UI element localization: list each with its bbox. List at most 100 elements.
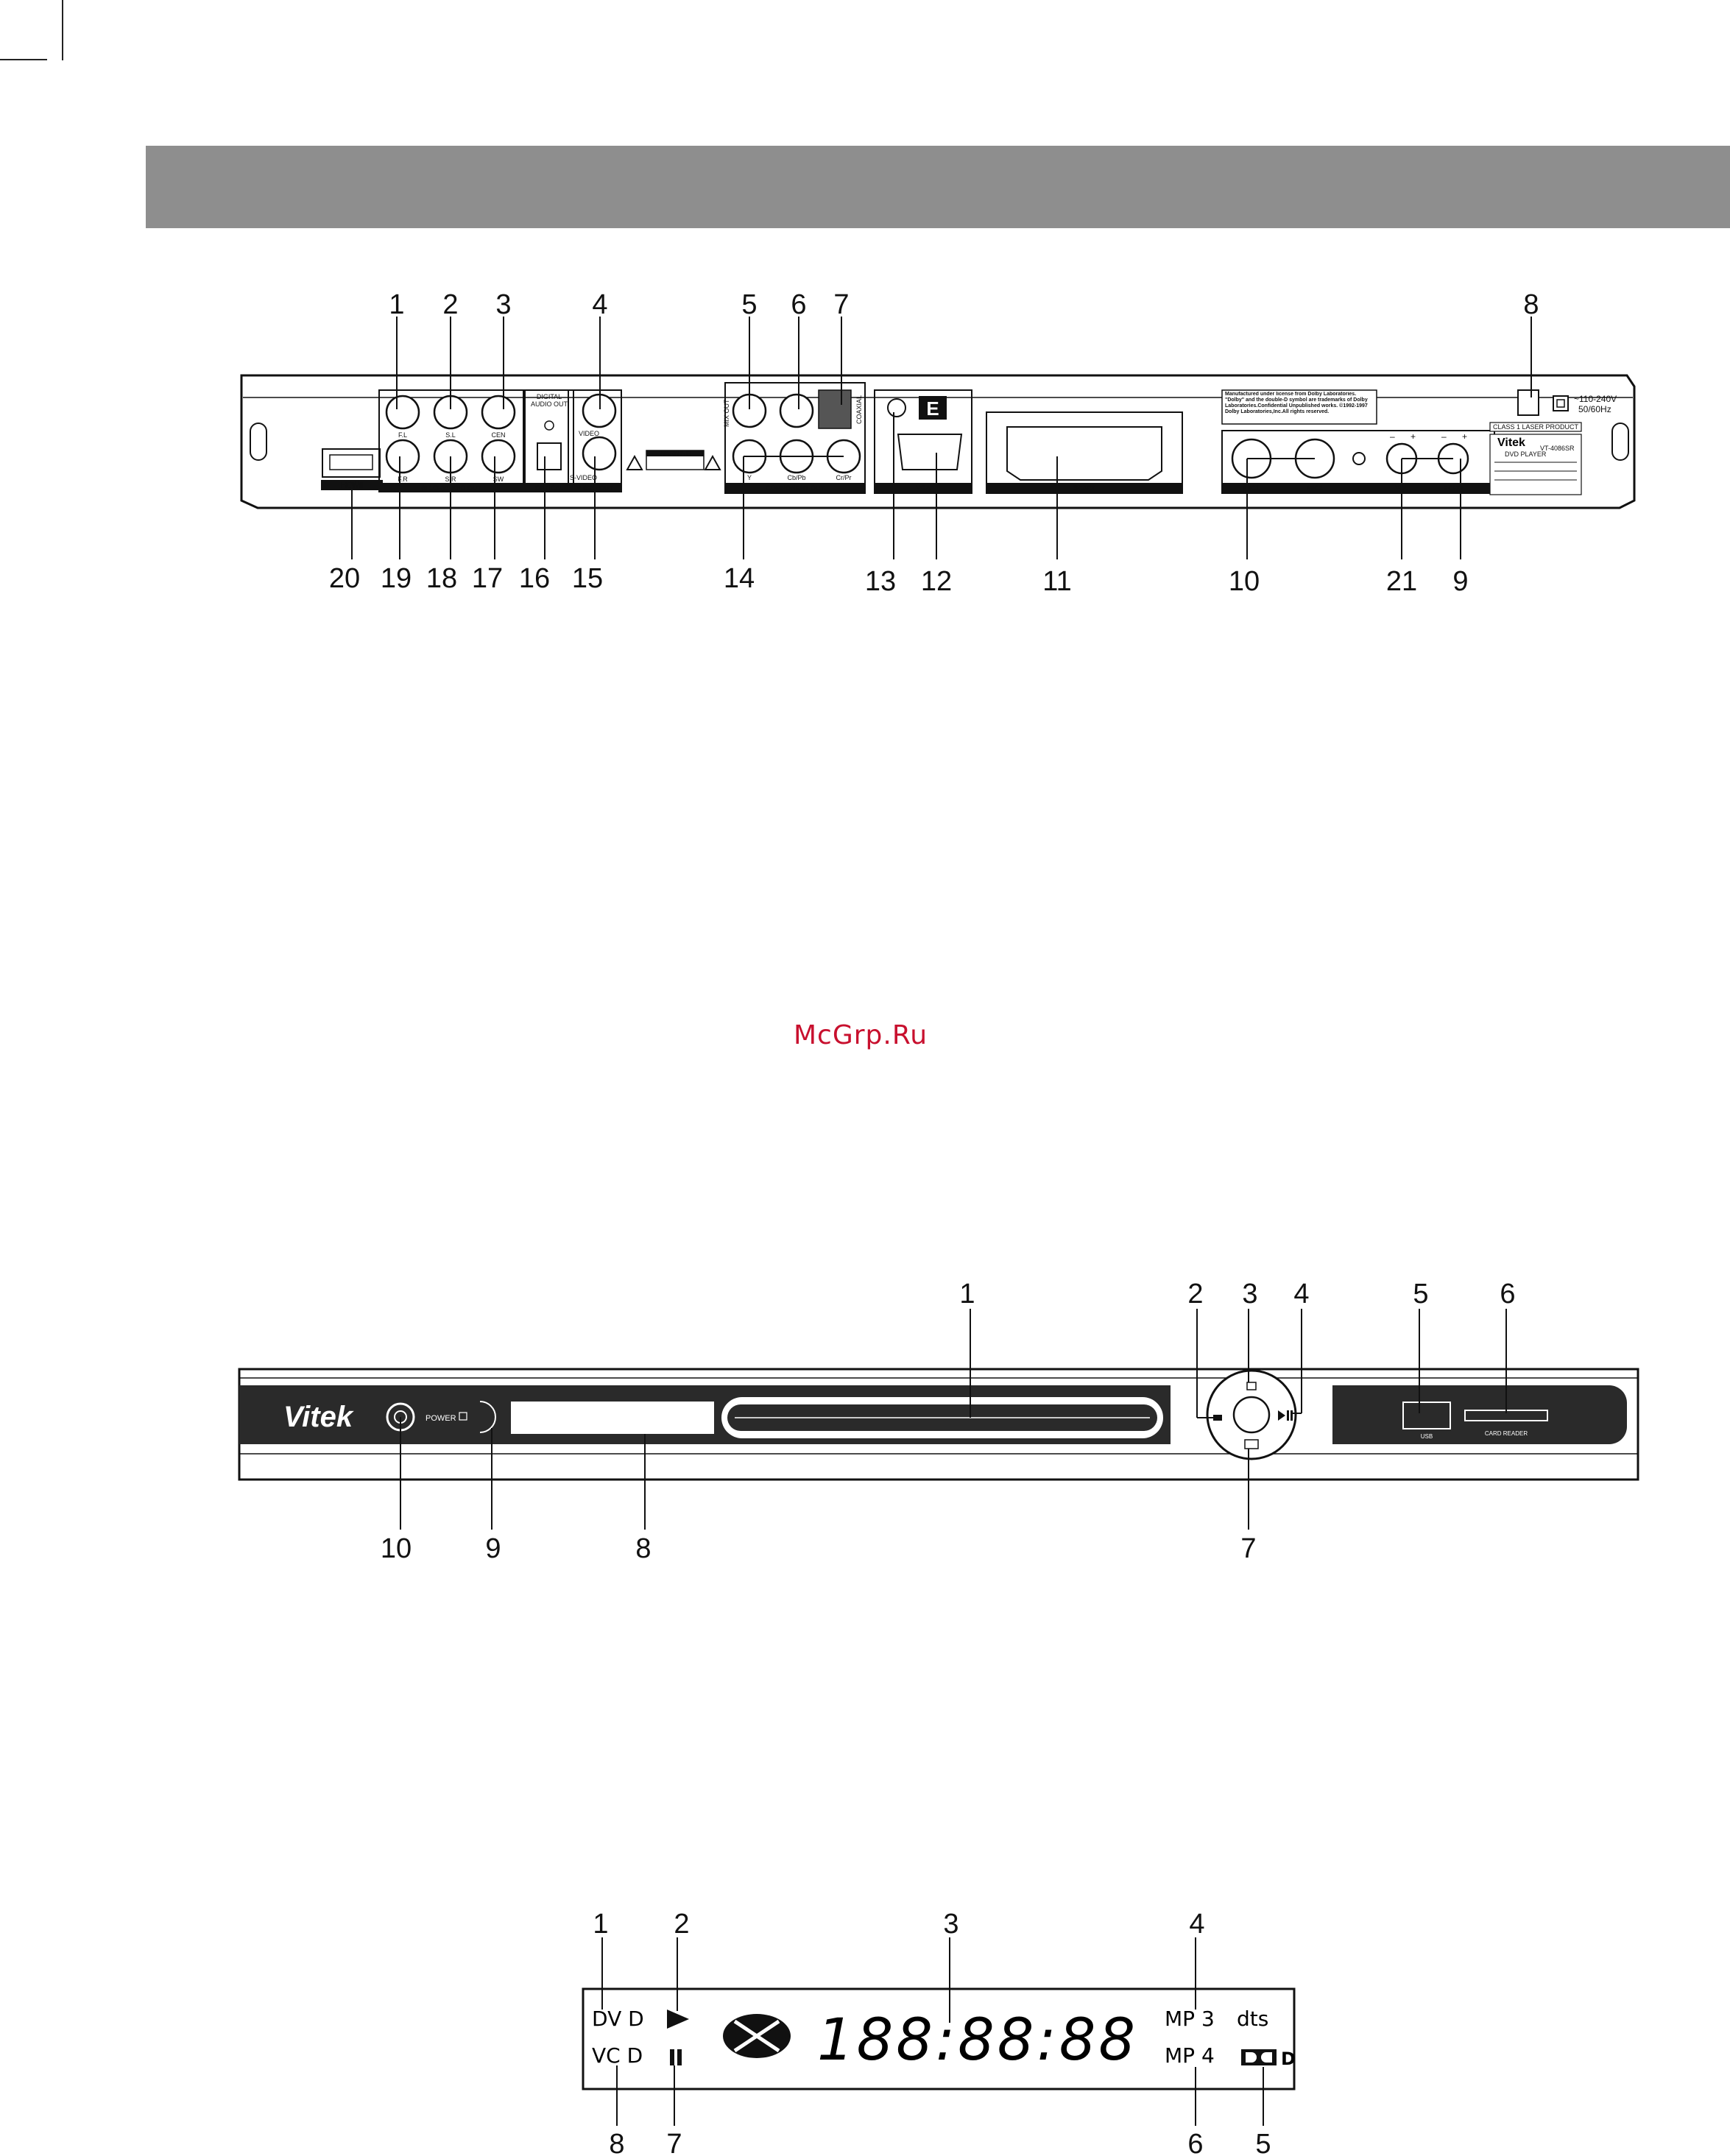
stop-button[interactable]: [1246, 1382, 1257, 1390]
hdmi-label: HDMI: [341, 480, 364, 490]
front-callout-7: 7: [1240, 1533, 1256, 1564]
display-drawing: DV D VC D 188:88:88 MP 3 MP 4 dts D 1 2 …: [582, 1909, 1296, 2156]
section-header-bar: [146, 146, 1730, 228]
e-mark-glyph: E: [926, 397, 939, 420]
front-panel-drawing: Vitek POWER USB CARD READER: [238, 1279, 1639, 1564]
front-brand-logo: Vitek: [283, 1401, 354, 1433]
callout-7: 7: [833, 289, 849, 320]
callout-12: 12: [921, 566, 952, 597]
rear-leaders-top: [396, 317, 1532, 409]
hdmi-port: HDMI: [321, 448, 383, 490]
display-callout-4: 4: [1189, 1909, 1204, 1940]
display-callout-1: 1: [593, 1909, 608, 1940]
optical-label: OPTICAL: [535, 484, 564, 492]
video-label: VIDEO: [579, 430, 599, 437]
fl-label: F.L: [398, 431, 407, 439]
rear-panel-drawing: HDMI F.L S.L CEN F.R S.R SW (5.1CH)AUDIO…: [240, 289, 1636, 597]
open-close-button[interactable]: [1244, 1439, 1259, 1449]
usb-port[interactable]: [1402, 1402, 1451, 1429]
digital-audio-out-label: DIGITAL: [537, 393, 562, 400]
front-callout-5: 5: [1413, 1279, 1428, 1309]
warning-label: WARNING: [626, 450, 721, 470]
front-callout-3: 3: [1242, 1279, 1257, 1309]
callout-14: 14: [724, 563, 755, 594]
usb-label: USB: [1421, 1433, 1433, 1440]
pause-indicator-icon: [670, 2049, 674, 2065]
audio-out-block: F.L S.L CEN F.R S.R SW (5.1CH)AUDIO OUT: [378, 389, 524, 492]
optical-port: DIGITAL AUDIO OUT OPTICAL: [524, 389, 574, 492]
scart-port: [1006, 426, 1162, 481]
mix-out-label: MIX OUT: [723, 399, 730, 427]
mic1-label: MIC1: [1243, 484, 1260, 492]
crop-mark-horizontal: [0, 59, 47, 60]
digital-audio-out-label-2: AUDIO OUT: [531, 400, 568, 408]
callout-1: 1: [389, 289, 404, 320]
vga-port: [897, 434, 963, 470]
front-callouts: 1 2 3 4 5 6 10 9 8 7: [381, 1279, 1516, 1564]
dolby-digital-icon: D: [1241, 2049, 1296, 2069]
rear-panel-figure: HDMI F.L S.L CEN F.R S.R SW (5.1CH)AUDIO…: [0, 287, 1730, 604]
front-panel-figure: Vitek POWER USB CARD READER: [0, 1266, 1730, 1568]
power-label: POWER: [426, 1414, 456, 1423]
echo-label: ECHO: [1444, 484, 1463, 492]
callout-6: 6: [791, 289, 806, 320]
dolby-d-glyph: D: [1281, 2049, 1296, 2069]
callout-10: 10: [1229, 566, 1260, 597]
callout-18: 18: [426, 563, 457, 594]
display-callout-3: 3: [943, 1909, 958, 1940]
y-label: Y: [747, 474, 752, 481]
coaxial-label: COAXIAL: [855, 395, 863, 424]
callout-15: 15: [572, 563, 603, 594]
callout-17: 17: [472, 563, 503, 594]
time-digits: 188:88:88: [817, 2007, 1138, 2074]
front-callout-6: 6: [1500, 1279, 1515, 1309]
watermark: McGrp.Ru: [794, 1020, 928, 1050]
prev-button[interactable]: [1213, 1415, 1222, 1421]
callout-8: 8: [1523, 289, 1539, 320]
callout-16: 16: [519, 563, 550, 594]
vol-minus: –: [1390, 431, 1395, 442]
callout-19: 19: [381, 563, 412, 594]
e-mark-icon: [919, 396, 947, 420]
play-pause-button[interactable]: [1278, 1410, 1293, 1421]
callout-20: 20: [329, 563, 360, 594]
sl-label: S.L: [445, 431, 456, 439]
vcd-indicator: VC D: [592, 2043, 643, 2068]
disc-icon: [723, 2014, 791, 2058]
front-leaders: [400, 1309, 1507, 1530]
ir-sensor-window: [479, 1401, 496, 1433]
play-indicator-icon: [667, 2010, 689, 2029]
display-callout-5: 5: [1255, 2129, 1271, 2156]
display-callout-8: 8: [609, 2129, 624, 2156]
dvd-indicator: DV D: [592, 2007, 644, 2031]
callout-11: 11: [1042, 566, 1071, 597]
component-out-block: MIX OUT COAXIAL Y Cb/Pb Cr/Pr COMPONENT …: [723, 382, 866, 494]
sw-label: SW: [493, 476, 504, 483]
scart-label: SCART: [1073, 484, 1096, 492]
display-frame: [582, 1987, 1296, 2090]
svideo-label: S-VIDEO: [570, 474, 597, 481]
rating-plate: CLASS 1 LASER PRODUCT Vitek VT-4086SR DV…: [1489, 422, 1582, 495]
dts-indicator: dts: [1237, 2007, 1268, 2031]
display-callout-6: 6: [1187, 2129, 1203, 2156]
front-callout-8: 8: [635, 1533, 651, 1564]
callout-9: 9: [1452, 566, 1468, 597]
rating-plate-brand: Vitek: [1497, 436, 1525, 449]
rating-plate-type: DVD PLAYER: [1505, 450, 1547, 458]
power-cord-outlet: [1517, 389, 1539, 416]
echo-plus: +: [1462, 431, 1467, 442]
fr-label: F.R: [398, 476, 408, 483]
warning-triangle-right-icon: [704, 454, 721, 470]
audio-out-label: (5.1CH)AUDIO OUT: [421, 484, 481, 492]
display-figure: DV D VC D 188:88:88 MP 3 MP 4 dts D 1 2 …: [0, 1899, 1730, 2156]
coaxial-port: [818, 389, 852, 429]
rear-callouts: 1 2 3 4 5 6 7 8 20 19 18 17 16 15 14 13 …: [329, 289, 1539, 597]
front-callout-2: 2: [1187, 1279, 1203, 1309]
display-leaders: [601, 1937, 1264, 2126]
crop-mark-vertical: [62, 0, 63, 60]
rating-plate-model: VT-4086SR: [1540, 445, 1575, 452]
power-rating-2: 50/60Hz: [1578, 404, 1611, 414]
mic2-label: MIC2: [1307, 484, 1323, 492]
dolby-notice-text: Manufactured under license from Dolby La…: [1225, 392, 1368, 414]
headphone-jack: [887, 398, 906, 417]
